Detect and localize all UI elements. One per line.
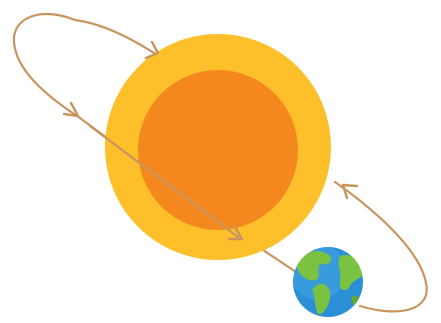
sun-core bbox=[138, 70, 298, 230]
sun bbox=[105, 34, 331, 260]
